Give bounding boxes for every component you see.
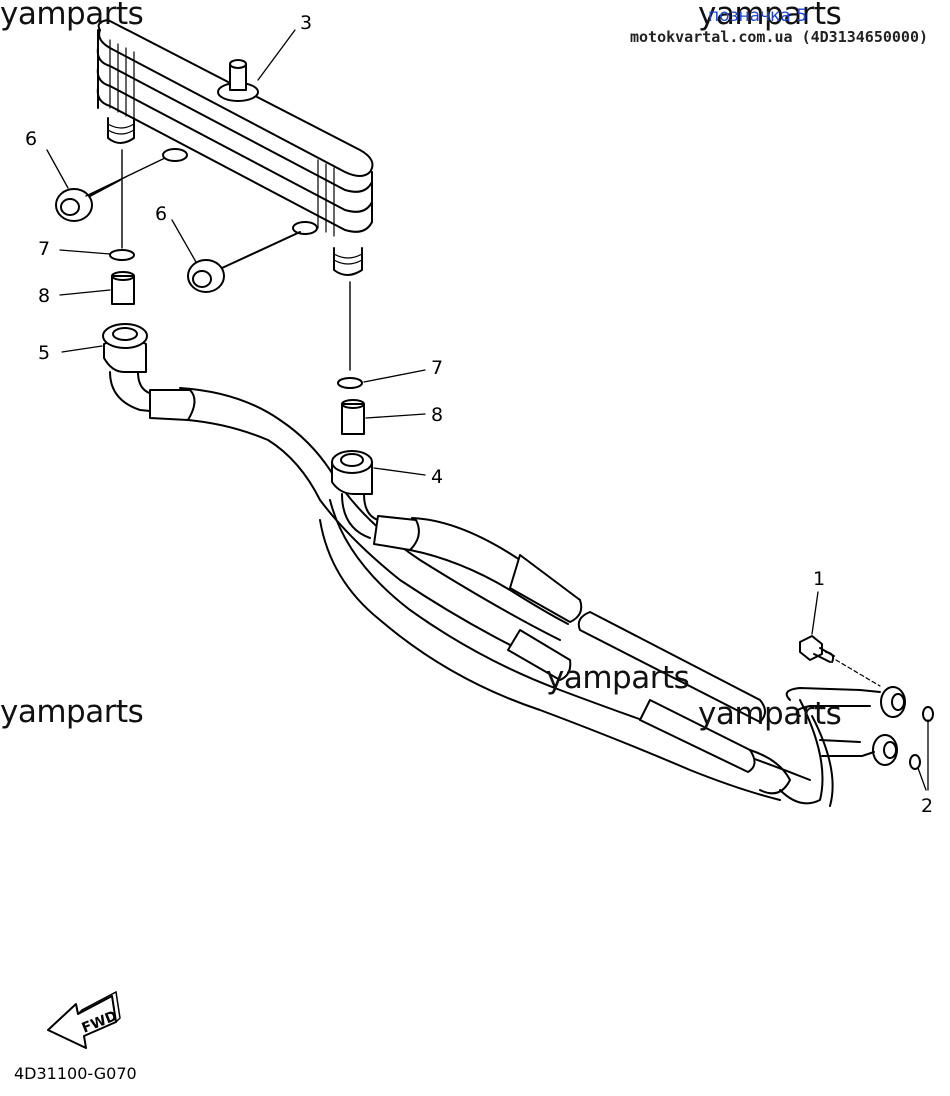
fwd-arrow: FWD xyxy=(47,990,121,1049)
o-ring-part-2-lower xyxy=(909,754,921,770)
callout-8-right: 8 xyxy=(431,404,443,426)
o-ring-part-7-right xyxy=(337,377,363,389)
tube-end-assembly xyxy=(779,686,906,807)
callout-6-right: 6 xyxy=(155,203,167,225)
callout-7-left: 7 xyxy=(38,238,50,260)
watermark-mid-center: yamparts xyxy=(546,660,690,696)
callout-labels: 3 6 7 8 5 6 7 8 4 1 2 xyxy=(25,12,933,817)
grommet-part-6-left xyxy=(55,179,121,222)
oil-hose-part-4 xyxy=(331,450,791,795)
drawing-code: 4D31100-G070 xyxy=(14,1064,137,1083)
callout-6-left: 6 xyxy=(25,128,37,150)
page-tag: позначка 5 xyxy=(708,6,808,26)
oil-cooler-core xyxy=(96,19,374,276)
collar-part-8-left xyxy=(111,271,135,305)
source-caption: motokvartal.com.ua (4D3134650000) xyxy=(630,28,929,46)
callout-3: 3 xyxy=(300,12,312,34)
collar-part-8-right xyxy=(341,399,365,435)
watermark-mid-left: yamparts xyxy=(0,694,144,730)
callout-2: 2 xyxy=(921,795,933,817)
callout-1: 1 xyxy=(813,568,825,590)
grommet-part-6-right xyxy=(187,231,301,293)
callout-5: 5 xyxy=(38,342,50,364)
callout-4: 4 xyxy=(431,466,443,488)
watermark-top-left: yamparts xyxy=(0,0,144,32)
callout-8-left: 8 xyxy=(38,285,50,307)
cap-part-3 xyxy=(217,59,259,102)
callout-7-right: 7 xyxy=(431,357,443,379)
bolt-part-1 xyxy=(799,635,881,687)
o-ring-part-2-upper xyxy=(922,706,934,722)
o-ring-part-7-left xyxy=(109,249,135,261)
watermark-mid-right: yamparts xyxy=(698,696,842,732)
watermark-top-right: yamparts xyxy=(698,0,842,32)
